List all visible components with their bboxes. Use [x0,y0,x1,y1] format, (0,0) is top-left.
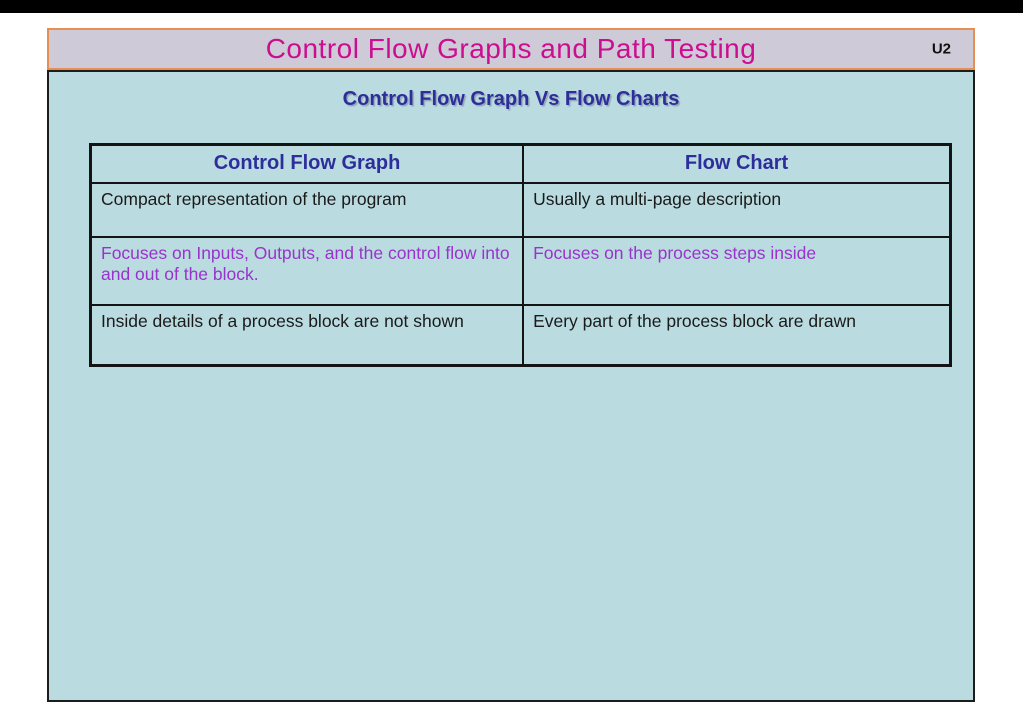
column-header-flow-chart: Flow Chart [522,143,952,184]
table-cell: Inside details of a process block are no… [89,303,525,367]
unit-badge: U2 [931,40,951,58]
table-cell: Compact representation of the program [89,181,525,238]
table-cell: Usually a multi-page description [522,181,952,238]
top-letterbox-bar [0,0,1023,13]
slide-content-panel: Control Flow Graph Vs Flow Charts Contro… [47,70,975,702]
page-title: Control Flow Graphs and Path Testing [265,33,757,64]
table-row: Compact representation of the program Us… [89,181,952,238]
column-header-control-flow-graph: Control Flow Graph [89,143,525,184]
slide-subtitle: Control Flow Graph Vs Flow Charts [342,88,680,110]
comparison-table: Control Flow Graph Flow Chart Compact re… [89,143,952,367]
table-cell: Focuses on the process steps inside [522,235,952,306]
table-header-row: Control Flow Graph Flow Chart [89,143,952,184]
slide-title-bar: Control Flow Graphs and Path Testing U2 [47,28,975,70]
table-cell: Focuses on Inputs, Outputs, and the cont… [89,235,525,306]
table-row: Inside details of a process block are no… [89,303,952,367]
table-row: Focuses on Inputs, Outputs, and the cont… [89,235,952,306]
table-cell: Every part of the process block are draw… [522,303,952,367]
